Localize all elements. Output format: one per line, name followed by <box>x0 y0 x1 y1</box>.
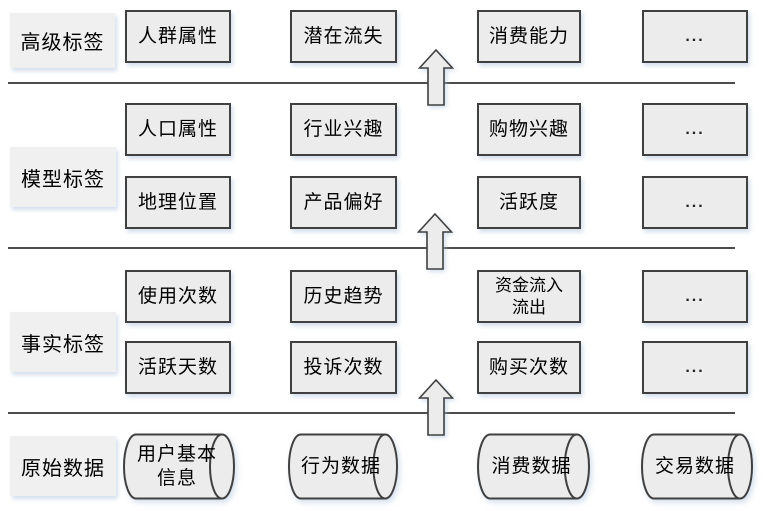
data-cylinder-user-basic-info: 用户基本 信息 <box>123 433 235 500</box>
cylinder-label: 消费数据 <box>491 455 572 477</box>
layer-label-text: 原始数据 <box>21 457 105 480</box>
layer-label-text: 模型标签 <box>21 168 105 191</box>
up-arrow-icon <box>417 213 453 270</box>
data-cylinder-transaction-data: 交易数据 <box>641 433 753 500</box>
cylinder-label: 用户基本 信息 <box>136 443 217 489</box>
cylinder-shape <box>477 433 590 500</box>
cylinder-shape <box>288 433 398 500</box>
tag-box-crowd-attributes: 人群属性 <box>125 10 231 63</box>
tag-box-more-fact-1: ... <box>642 270 748 323</box>
tag-box-active-days: 活跃天数 <box>125 341 231 394</box>
divider-line-top <box>8 82 735 84</box>
cylinder-shape <box>123 433 235 500</box>
cylinder-shape <box>641 433 753 500</box>
layer-label-text: 高级标签 <box>20 32 105 54</box>
tag-box-product-preference: 产品偏好 <box>290 176 397 229</box>
layer-label-advanced: 高级标签 <box>10 13 115 68</box>
tag-box-demographics: 人口属性 <box>125 103 231 156</box>
tag-box-history-trend: 历史趋势 <box>290 270 397 323</box>
data-cylinder-consumption-data: 消费数据 <box>477 433 590 500</box>
layer-label-raw: 原始数据 <box>10 436 116 496</box>
tag-box-geo-location: 地理位置 <box>125 176 231 229</box>
data-cylinder-behavior-data: 行为数据 <box>288 433 398 500</box>
tag-box-activity-level: 活跃度 <box>477 176 581 229</box>
up-arrow-icon <box>418 49 454 106</box>
tag-box-spending-power: 消费能力 <box>477 10 581 63</box>
tag-box-potential-churn: 潜在流失 <box>290 10 397 63</box>
layer-label-text: 事实标签 <box>21 333 105 356</box>
layer-label-model: 模型标签 <box>10 147 116 207</box>
tag-box-industry-interest: 行业兴趣 <box>290 103 397 156</box>
divider-line-bottom <box>8 412 735 414</box>
tag-box-more-model-1: ... <box>642 103 748 156</box>
tag-box-more-advanced: ... <box>642 10 748 63</box>
tag-box-more-fact-2: ... <box>642 341 748 394</box>
tag-box-complaint-count: 投诉次数 <box>290 341 397 394</box>
tag-box-purchase-count: 购买次数 <box>477 341 581 394</box>
up-arrow-icon <box>418 379 454 436</box>
tag-box-usage-count: 使用次数 <box>125 270 231 323</box>
cylinder-label: 交易数据 <box>654 455 735 477</box>
tag-box-shopping-interest: 购物兴趣 <box>477 103 581 156</box>
tag-box-fund-inflow-outflow: 资金流入 流出 <box>477 270 581 323</box>
cylinder-label: 行为数据 <box>300 455 381 477</box>
tag-box-more-model-2: ... <box>642 176 748 229</box>
divider-line-middle <box>8 247 735 249</box>
layer-label-fact: 事实标签 <box>10 312 116 372</box>
